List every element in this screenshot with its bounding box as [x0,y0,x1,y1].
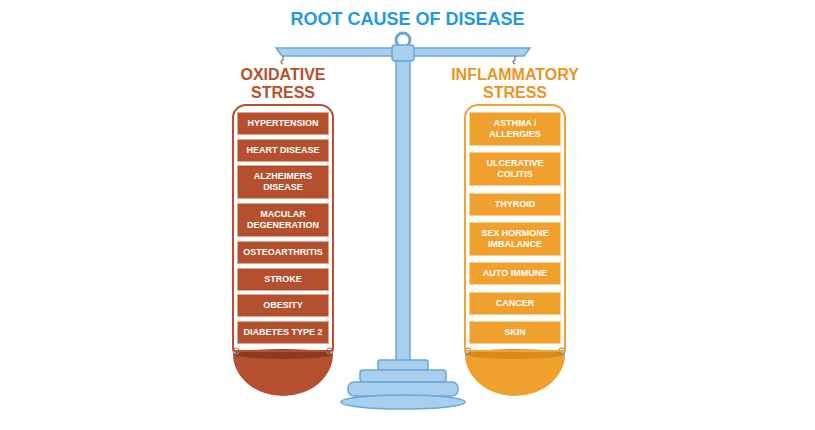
disease-box: CANCER [469,292,561,315]
disease-box: ULCERATIVE COLITIS [469,152,561,186]
disease-label: OBESITY [241,300,325,311]
scale-base [341,395,465,409]
disease-label: CANCER [473,298,557,309]
panel-heading: INFLAMMATORY STRESS [445,66,585,102]
scale-pillar [396,61,410,363]
scale-base [348,382,458,396]
disease-box: ASTHMA / ALLERGIES [469,112,561,146]
disease-label: HEART DISEASE [241,145,325,156]
scale-base [360,370,446,382]
disease-box: OBESITY [237,294,329,317]
disease-label: SKIN [473,327,557,338]
disease-box: SKIN [469,321,561,344]
disease-label: ASTHMA / ALLERGIES [473,118,557,140]
disease-box: MACULAR DEGENERATION [237,203,329,237]
disease-box: SEX HORMONE IMBALANCE [469,222,561,256]
disease-label: MACULAR DEGENERATION [241,209,325,231]
disease-box: DIABETES TYPE 2 [237,321,329,344]
scale-hub [392,45,414,61]
disease-label: THYROID [473,199,557,210]
disease-label: HYPERTENSION [241,118,325,129]
disease-label: AUTO IMMUNE [473,268,557,279]
disease-label: STROKE [241,274,325,285]
disease-box: HYPERTENSION [237,112,329,135]
category-panel: OXIDATIVE STRESSHYPERTENSIONHEART DISEAS… [232,66,334,352]
disease-box: OSTEOARTHRITIS [237,241,329,264]
disease-box: AUTO IMMUNE [469,262,561,285]
disease-box: THYROID [469,193,561,216]
disease-label: SEX HORMONE IMBALANCE [473,228,557,250]
scale-pan [465,354,565,396]
scale-pan [233,354,333,396]
scale-base [378,360,428,370]
disease-box: ALZHEIMERS DISEASE [237,165,329,199]
disease-label: ALZHEIMERS DISEASE [241,171,325,193]
hook [513,56,515,64]
category-panel: INFLAMMATORY STRESSASTHMA / ALLERGIESULC… [464,66,566,352]
disease-box: HEART DISEASE [237,139,329,162]
title: ROOT CAUSE OF DISEASE [0,9,815,30]
disease-label: ULCERATIVE COLITIS [473,158,557,180]
disease-label: OSTEOARTHRITIS [241,247,325,258]
disease-box: STROKE [237,268,329,291]
disease-label: DIABETES TYPE 2 [241,327,325,338]
panel-heading: OXIDATIVE STRESS [213,66,353,102]
hook [281,56,283,64]
